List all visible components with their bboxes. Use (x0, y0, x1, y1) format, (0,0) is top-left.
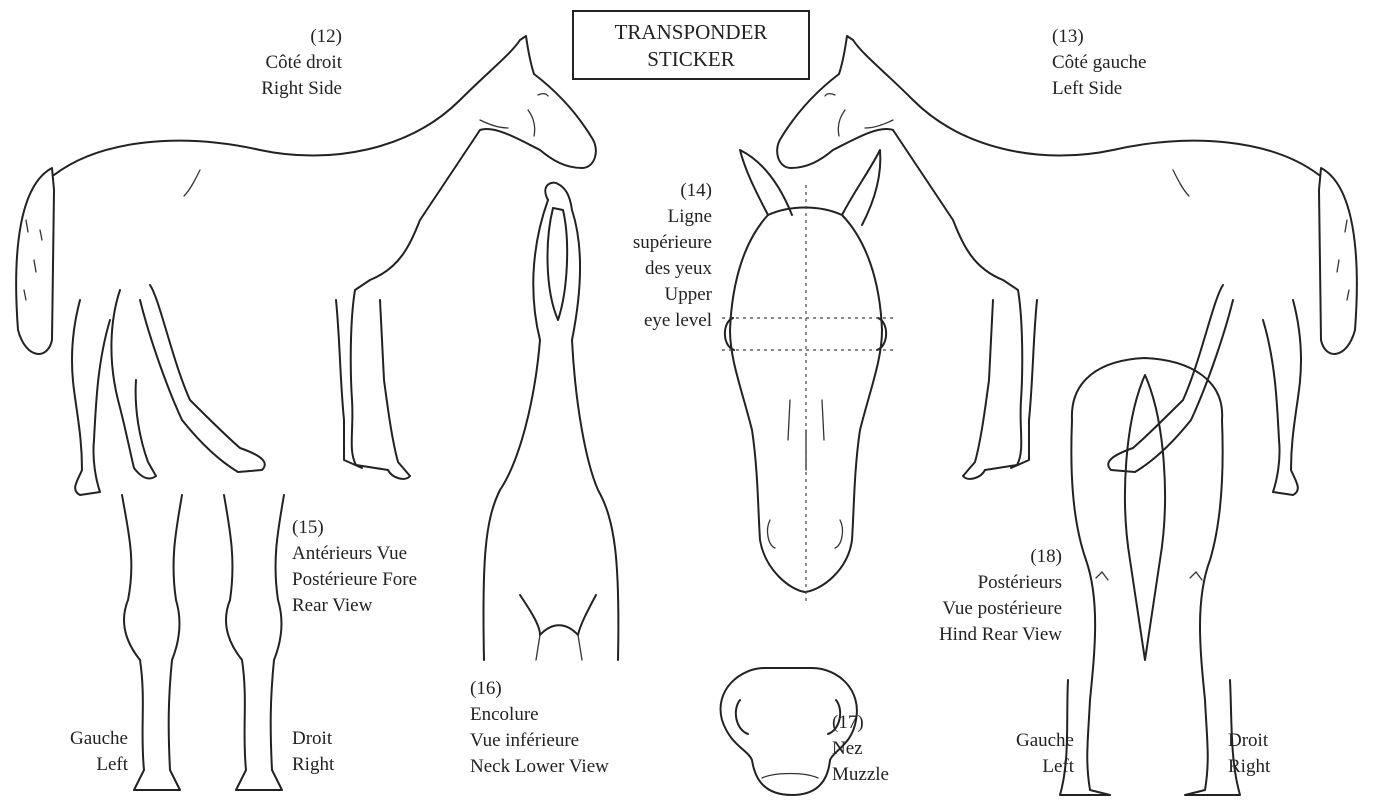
hind-rear-line-1: Postérieurs (900, 570, 1062, 596)
right-side-label: (12) Côté droit Right Side (200, 24, 342, 102)
fore-left-en: Left (40, 752, 128, 778)
neck-fr-2: Vue inférieure (470, 728, 609, 754)
fore-left-label: Gauche Left (40, 726, 128, 778)
fore-rear-label: (15) Antérieurs Vue Postérieure Fore Rea… (292, 515, 417, 619)
hind-right-label: Droit Right (1228, 728, 1270, 780)
head-fr-3: des yeux (580, 256, 712, 282)
left-side-label: (13) Côté gauche Left Side (1052, 24, 1146, 102)
head-en-1: Upper (580, 282, 712, 308)
horse-right-side-icon (16, 36, 596, 495)
horse-hindquarters-rear-icon (1060, 358, 1240, 795)
right-side-en: Right Side (200, 76, 342, 102)
hind-right-fr: Droit (1228, 728, 1270, 754)
hind-left-label: Gauche Left (980, 728, 1074, 780)
fore-right-fr: Droit (292, 726, 334, 752)
fore-right-en: Right (292, 752, 334, 778)
fore-rear-number: (15) (292, 515, 417, 541)
fore-rear-line-3: Rear View (292, 593, 417, 619)
transponder-sticker-box: TRANSPONDER STICKER (572, 10, 810, 80)
hind-rear-label: (18) Postérieurs Vue postérieure Hind Re… (900, 544, 1062, 648)
right-side-number: (12) (200, 24, 342, 50)
head-number: (14) (580, 178, 712, 204)
hind-rear-line-3: Hind Rear View (900, 622, 1062, 648)
horse-left-side-icon (777, 36, 1357, 495)
left-side-fr: Côté gauche (1052, 50, 1146, 76)
fore-left-fr: Gauche (40, 726, 128, 752)
hind-left-fr: Gauche (980, 728, 1074, 754)
fore-rear-line-1: Antérieurs Vue (292, 541, 417, 567)
muzzle-label: (17) Nez Muzzle (832, 710, 889, 788)
sticker-line-1: TRANSPONDER (574, 19, 808, 46)
head-fr-1: Ligne (580, 204, 712, 230)
right-side-fr: Côté droit (200, 50, 342, 76)
neck-en: Neck Lower View (470, 754, 609, 780)
fore-rear-line-2: Postérieure Fore (292, 567, 417, 593)
head-fr-2: supérieure (580, 230, 712, 256)
muzzle-fr: Nez (832, 736, 889, 762)
head-en-2: eye level (580, 308, 712, 334)
neck-fr-1: Encolure (470, 702, 609, 728)
hind-right-en: Right (1228, 754, 1270, 780)
left-side-en: Left Side (1052, 76, 1146, 102)
left-side-number: (13) (1052, 24, 1146, 50)
fore-right-label: Droit Right (292, 726, 334, 778)
horse-forelegs-rear-icon (122, 495, 284, 790)
neck-label: (16) Encolure Vue inférieure Neck Lower … (470, 676, 609, 780)
muzzle-number: (17) (832, 710, 889, 736)
hind-left-en: Left (980, 754, 1074, 780)
head-label: (14) Ligne supérieure des yeux Upper eye… (580, 178, 712, 334)
hind-rear-line-2: Vue postérieure (900, 596, 1062, 622)
horse-head-front-icon (722, 150, 895, 605)
sticker-line-2: STICKER (574, 46, 808, 73)
hind-rear-number: (18) (900, 544, 1062, 570)
neck-number: (16) (470, 676, 609, 702)
muzzle-en: Muzzle (832, 762, 889, 788)
